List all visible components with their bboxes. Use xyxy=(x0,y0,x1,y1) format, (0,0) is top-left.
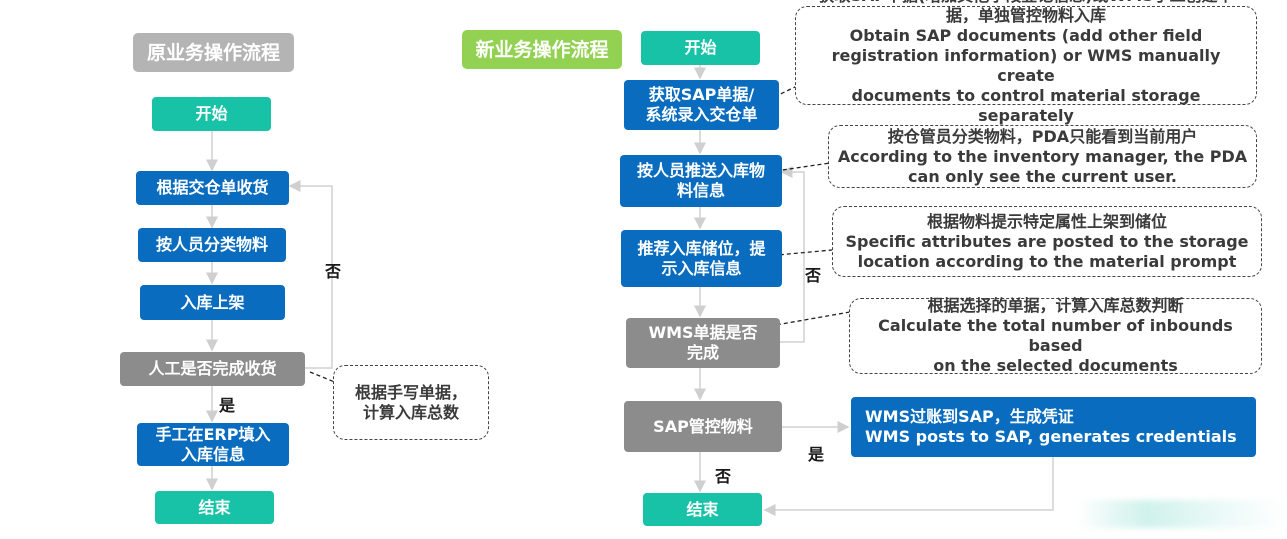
watermark-blur xyxy=(1075,500,1287,528)
old-end-node: 结束 xyxy=(155,491,274,524)
new-callout-3: 根据物料提示特定属性上架到储位 Specific attributes are … xyxy=(832,206,1262,277)
old-shelve-node: 入库上架 xyxy=(140,285,285,320)
new-callout-4: 根据选择的单据，计算入库总数判断 Calculate the total num… xyxy=(849,296,1262,375)
new-loop-connector xyxy=(780,166,805,343)
new-push-node: 按人员推送入库物 料信息 xyxy=(620,155,782,207)
new-callout-1: 获取SAP单据(增加其他字段登记信息)或WMS手工创建单 据，单独管控物料入库 … xyxy=(795,0,1257,125)
old-loop-connector xyxy=(288,180,333,369)
old-check-node: 人工是否完成收货 xyxy=(120,352,305,386)
old-receive-node: 根据交仓单收货 xyxy=(136,171,289,205)
old-erp-fill-node: 手工在ERP填入 入库信息 xyxy=(137,423,289,466)
old-yes-label: 是 xyxy=(219,396,236,415)
wms-post-box: WMS过账到SAP，生成凭证 WMS posts to SAP, generat… xyxy=(851,397,1256,457)
new-yes-label: 是 xyxy=(808,445,825,464)
callout-4-cn: 根据选择的单据，计算入库总数判断 xyxy=(927,296,1184,315)
new-end-node: 结束 xyxy=(643,493,762,526)
new-end-connector xyxy=(763,457,1054,516)
callout-1-cn: 获取SAP单据(增加其他字段登记信息)或WMS手工创建单 据，单独管控物料入库 xyxy=(818,0,1233,25)
callout-2-en: According to the inventory manager, the … xyxy=(837,146,1248,186)
callout-1-en: Obtain SAP documents (add other field re… xyxy=(831,25,1221,125)
wms-post-en: WMS posts to SAP, generates credentials xyxy=(865,427,1237,446)
callout-3-en: Specific attributes are posted to the st… xyxy=(845,231,1249,271)
callout-2-cn: 按仓管员分类物料，PDA只能看到当前用户 xyxy=(887,126,1198,146)
callout-leader xyxy=(309,371,338,384)
callout-4-en: Calculate the total number of inbounds b… xyxy=(878,316,1233,375)
new-recommend-node: 推荐入库储位，提 示入库信息 xyxy=(621,230,782,287)
new-flow-title: 新业务操作流程 xyxy=(462,30,622,69)
new-callout-2: 按仓管员分类物料，PDA只能看到当前用户 According to the in… xyxy=(828,125,1257,188)
callout-leader xyxy=(761,162,831,174)
new-wms-check-node: WMS单据是否 完成 xyxy=(626,318,780,368)
old-flow-title: 原业务操作流程 xyxy=(133,33,294,72)
new-start-node: 开始 xyxy=(641,31,760,65)
old-classify-node: 按人员分类物料 xyxy=(138,228,286,262)
old-no-label: 否 xyxy=(325,262,342,281)
callout-3-cn: 根据物料提示特定属性上架到储位 xyxy=(926,211,1167,231)
new-no-label-2: 否 xyxy=(715,467,732,486)
callout-leader xyxy=(769,311,851,327)
new-no-label-1: 否 xyxy=(805,266,822,285)
new-sap-control-node: SAP管控物料 xyxy=(624,401,782,452)
wms-post-cn: WMS过账到SAP，生成凭证 xyxy=(865,407,1074,426)
new-get-sap-node: 获取SAP单据/ 系统录入交仓单 xyxy=(624,80,779,130)
old-start-node: 开始 xyxy=(152,97,271,131)
old-callout: 根据手写单据， 计算入库总数 xyxy=(333,365,489,440)
old-callout-text: 根据手写单据， 计算入库总数 xyxy=(354,382,467,422)
